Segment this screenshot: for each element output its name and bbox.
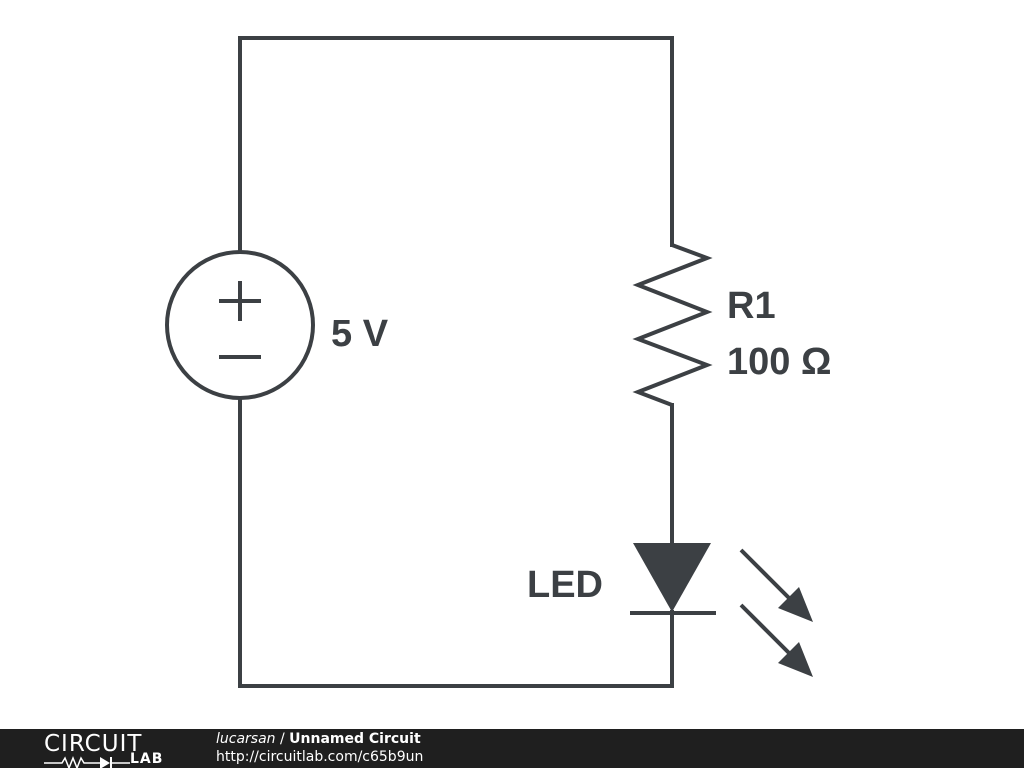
author-link[interactable]: lucarsan: [216, 731, 276, 747]
voltage-source-label: 5 V: [331, 313, 389, 355]
light-emission-arrows-icon: [739, 548, 813, 677]
plus-icon: [219, 281, 261, 321]
credit-line: lucarsan / Unnamed Circuit: [216, 731, 421, 748]
logo-text-top: CIRCUIT: [44, 731, 143, 757]
logo-text-bottom: LAB: [130, 751, 164, 767]
wires: [238, 36, 674, 688]
resistor-zigzag[interactable]: [632, 243, 713, 407]
resistor-name-label: R1: [727, 285, 776, 327]
led[interactable]: [630, 543, 813, 677]
voltage-source-circle: [165, 250, 315, 400]
resistor-value-label: 100 Ω: [727, 341, 831, 383]
voltage-source[interactable]: [165, 250, 315, 400]
credit-separator: /: [275, 731, 290, 747]
led-label: LED: [527, 564, 603, 606]
circuitlab-logo[interactable]: CIRCUIT LAB: [44, 731, 176, 769]
logo-circuit-icon: [44, 755, 130, 769]
circuit-title: Unnamed Circuit: [289, 731, 421, 747]
circuit-url-link[interactable]: http://circuitlab.com/c65b9un: [216, 749, 424, 765]
footer-bar: CIRCUIT LAB lucarsan / Unnamed Circuit h…: [0, 729, 1024, 769]
led-triangle: [633, 543, 711, 612]
